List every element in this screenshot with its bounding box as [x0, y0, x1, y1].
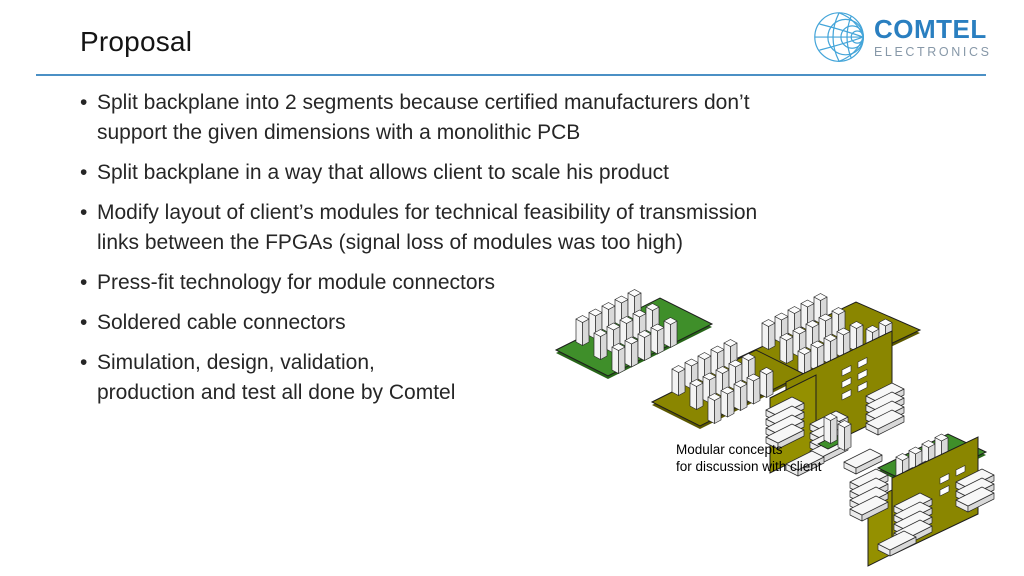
pcb-cluster-bottom-right	[843, 433, 995, 567]
bullet-item-2: Split backplane in a way that allows cli…	[80, 158, 960, 188]
bullet-item-4: Press-fit technology for module connecto…	[80, 268, 960, 298]
logo-subtitle: ELECTRONICS	[874, 45, 992, 59]
comtel-logo: COMTEL ELECTRONICS	[812, 10, 992, 66]
bullet-text: Modify layout of client’s modules for te…	[97, 201, 758, 254]
illustration-caption: Modular concepts for discussion with cli…	[676, 442, 822, 474]
bullet-item-1: Split backplane into 2 segments because …	[80, 88, 960, 148]
bullet-text: Split backplane into 2 segments because …	[97, 91, 750, 144]
bullet-item-6: Simulation, design, validation, producti…	[80, 348, 960, 408]
bullet-text: Soldered cable connectors	[97, 311, 346, 334]
bullet-text: Press-fit technology for module connecto…	[97, 271, 496, 294]
bullet-item-5: Soldered cable connectors	[80, 308, 960, 338]
bullet-text: Simulation, design, validation, producti…	[97, 351, 456, 404]
bullet-item-3: Modify layout of client’s modules for te…	[80, 198, 960, 258]
bullet-text: Split backplane in a way that allows cli…	[97, 161, 669, 184]
header-divider	[36, 74, 986, 76]
page-title: Proposal	[80, 26, 193, 57]
bullet-list: Split backplane into 2 segments because …	[80, 88, 960, 418]
logo-text: COMTEL ELECTRONICS	[874, 16, 992, 60]
logo-name: COMTEL	[874, 14, 987, 44]
smith-chart-icon	[814, 12, 864, 62]
